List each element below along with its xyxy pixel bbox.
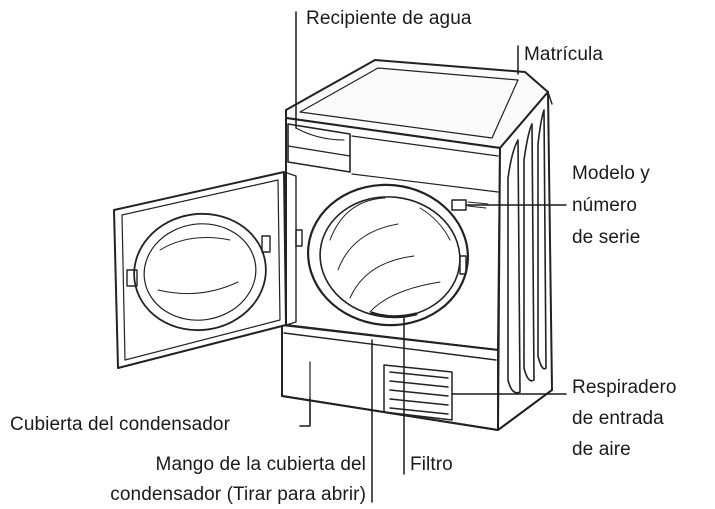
leader-lines: [295, 11, 567, 503]
label-filtro: Filtro: [410, 452, 453, 478]
label-line: número: [572, 195, 638, 216]
label-text: Recipiente de agua: [306, 8, 472, 29]
side-ribs: [507, 109, 547, 394]
label-matricula: Matrícula: [524, 42, 603, 68]
leader-cubierta: [299, 397, 311, 427]
label-text: Cubierta del condensador: [10, 414, 230, 435]
label-text: Filtro: [410, 454, 453, 475]
label-cubierta-condensador: Cubierta del condensador: [10, 412, 230, 438]
label-respiradero: Respiradero de entrada de aire: [572, 372, 677, 465]
label-text: Matrícula: [524, 44, 604, 65]
air-inlet-vent: [383, 364, 453, 421]
label-recipiente-de-agua: Recipiente de agua: [306, 6, 472, 32]
label-line: Modelo y: [572, 163, 650, 184]
label-line: Respiradero: [572, 377, 677, 398]
filter: [370, 311, 418, 319]
label-modelo-numero-serie: Modelo y número de serie: [572, 158, 650, 254]
drum-opening: [307, 183, 469, 327]
label-line: condensador (Tirar para abrir): [110, 484, 366, 505]
dryer-cabinet: [281, 59, 553, 431]
open-door: [113, 171, 297, 369]
label-line: de serie: [572, 227, 641, 248]
label-line: de aire: [572, 439, 631, 460]
water-container: [287, 123, 499, 193]
label-line: Mango de la cubierta del: [155, 454, 366, 475]
label-mango-cubierta: Mango de la cubierta del condensador (Ti…: [28, 450, 366, 509]
hinge-right: [459, 255, 467, 275]
label-line: de entrada: [572, 408, 664, 429]
